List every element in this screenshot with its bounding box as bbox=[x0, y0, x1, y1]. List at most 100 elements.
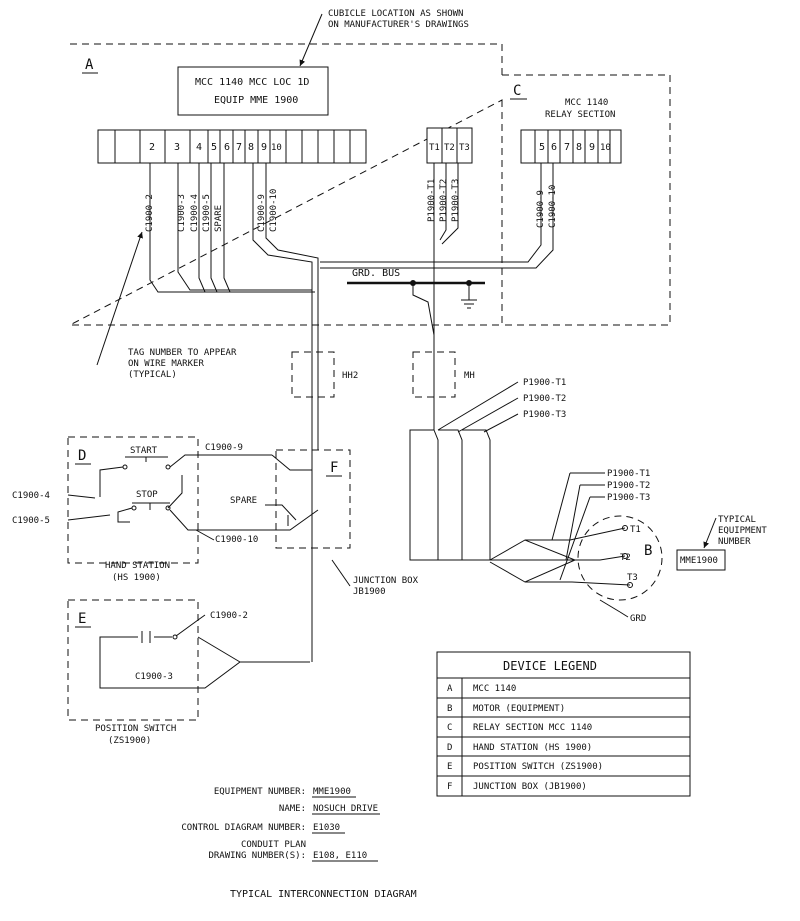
terminal-label: 5 bbox=[211, 142, 217, 153]
info-label: EQUIPMENT NUMBER: bbox=[214, 787, 306, 797]
motor-b: T1 T2 T3 B GRD bbox=[577, 515, 663, 624]
terminal-label: 3 bbox=[174, 142, 180, 153]
legend-desc: HAND STATION (HS 1900) bbox=[473, 743, 592, 753]
svg-text:(ZS1900): (ZS1900) bbox=[108, 736, 151, 746]
info-value: NOSUCH DRIVE bbox=[313, 804, 378, 814]
info-value: E108, E110 bbox=[313, 851, 367, 861]
wire-label: C1900-9 bbox=[257, 194, 267, 232]
mcc-terminal-strip: 2 3 4 5 6 7 8 9 10 bbox=[97, 129, 367, 164]
terminal-label: 6 bbox=[224, 142, 230, 153]
terminal-label: 2 bbox=[149, 142, 155, 153]
svg-text:CUBICLE LOCATION AS SHOWN: CUBICLE LOCATION AS SHOWN bbox=[328, 9, 463, 19]
terminal-label: 8 bbox=[576, 142, 582, 153]
svg-text:P1900-T3: P1900-T3 bbox=[523, 410, 566, 420]
legend-desc: JUNCTION BOX (JB1900) bbox=[473, 782, 587, 792]
power-field-wiring: P1900-T1 P1900-T2 P1900-T3 P1900-T1 P190… bbox=[409, 335, 650, 586]
svg-text:(HS 1900): (HS 1900) bbox=[112, 573, 161, 583]
legend-desc: MOTOR (EQUIPMENT) bbox=[473, 704, 565, 714]
position-switch-border bbox=[67, 599, 199, 721]
svg-text:MCC 1140 MCC LOC 1D: MCC 1140 MCC LOC 1D bbox=[195, 77, 309, 88]
area-label-b: B bbox=[644, 543, 652, 559]
svg-text:GRD. BUS: GRD. BUS bbox=[352, 268, 400, 279]
mcc-enclosure-border bbox=[69, 43, 503, 326]
svg-text:T3: T3 bbox=[627, 573, 638, 583]
legend-desc: POSITION SWITCH (ZS1900) bbox=[473, 762, 603, 772]
svg-text:C1900-2: C1900-2 bbox=[210, 611, 248, 621]
ground-bus: GRD. BUS bbox=[347, 268, 485, 336]
legend-key: C bbox=[447, 723, 452, 733]
svg-text:T2: T2 bbox=[620, 553, 631, 563]
relay-section-c: C MCC 1140 RELAY SECTION 5 6 7 8 9 10 C1… bbox=[320, 74, 671, 326]
area-label-d: D bbox=[78, 448, 86, 464]
mcc-wire-bundle: C1900-2 C1900-3 C1900-4 C1900-5 SPARE C1… bbox=[145, 163, 461, 662]
svg-text:(TYPICAL): (TYPICAL) bbox=[128, 370, 177, 380]
svg-text:C1900-5: C1900-5 bbox=[12, 516, 50, 526]
mcc-enclosure-a: A bbox=[69, 43, 503, 326]
svg-text:SPARE: SPARE bbox=[230, 496, 257, 506]
wire-label: C1900-5 bbox=[202, 194, 212, 232]
tag-callout: TAG NUMBER TO APPEAR ON WIRE MARKER (TYP… bbox=[96, 231, 237, 380]
terminal-label: 9 bbox=[261, 142, 267, 153]
svg-text:STOP: STOP bbox=[136, 490, 158, 500]
svg-text:C1900-3: C1900-3 bbox=[135, 672, 173, 682]
svg-text:T1: T1 bbox=[429, 143, 440, 153]
svg-text:ON MANUFACTURER'S DRAWINGS: ON MANUFACTURER'S DRAWINGS bbox=[328, 20, 469, 30]
area-label-f: F bbox=[330, 460, 338, 476]
svg-text:RELAY SECTION: RELAY SECTION bbox=[545, 110, 615, 120]
svg-text:HH2: HH2 bbox=[342, 371, 358, 381]
device-legend: DEVICE LEGEND A MCC 1140 B MOTOR (EQUIPM… bbox=[436, 651, 691, 797]
svg-text:HAND STATION: HAND STATION bbox=[105, 561, 170, 571]
svg-text:TYPICAL: TYPICAL bbox=[718, 515, 756, 525]
legend-key: E bbox=[447, 762, 452, 772]
svg-text:MH: MH bbox=[464, 371, 475, 381]
wire-label: SPARE bbox=[214, 205, 224, 232]
terminal-label: 4 bbox=[196, 142, 202, 153]
wire-label: P1900-T1 bbox=[427, 179, 437, 222]
equipment-info: EQUIPMENT NUMBER: MME1900 NAME: NOSUCH D… bbox=[181, 787, 380, 862]
motor-outline bbox=[577, 515, 663, 601]
legend-key: F bbox=[447, 782, 452, 792]
svg-text:P1900-T1: P1900-T1 bbox=[523, 378, 566, 388]
terminal-label: 9 bbox=[589, 142, 595, 153]
terminal-label: 8 bbox=[248, 142, 254, 153]
svg-text:C1900-10: C1900-10 bbox=[215, 535, 258, 545]
handhole-hh2: HH2 bbox=[291, 351, 358, 398]
svg-text:P1900-T1: P1900-T1 bbox=[607, 469, 650, 479]
legend-desc: MCC 1140 bbox=[473, 684, 516, 694]
svg-text:P1900-T3: P1900-T3 bbox=[607, 493, 650, 503]
terminal-label: 6 bbox=[551, 142, 557, 153]
info-value: E1030 bbox=[313, 823, 340, 833]
svg-text:EQUIPMENT: EQUIPMENT bbox=[718, 526, 767, 536]
area-label-a: A bbox=[85, 57, 94, 73]
equipment-number-tag: MME1900 TYPICAL EQUIPMENT NUMBER bbox=[676, 515, 767, 571]
info-label: CONDUIT PLAN bbox=[241, 840, 306, 850]
svg-text:T1: T1 bbox=[630, 525, 641, 535]
relay-section-border bbox=[502, 74, 671, 326]
diagram-title: TYPICAL INTERCONNECTION DIAGRAM bbox=[230, 889, 417, 900]
power-terminal-block: T1 T2 T3 bbox=[426, 127, 473, 164]
terminal-label: 7 bbox=[236, 142, 242, 153]
hand-station-d: D START STOP HAND STATION (HS 1900) C190… bbox=[12, 436, 272, 583]
legend-key: B bbox=[447, 704, 452, 714]
svg-text:P1900-T2: P1900-T2 bbox=[523, 394, 566, 404]
svg-text:MME1900: MME1900 bbox=[680, 556, 718, 566]
svg-text:T3: T3 bbox=[459, 143, 470, 153]
wire-label: P1900-T2 bbox=[439, 179, 449, 222]
terminal-label: 7 bbox=[564, 142, 570, 153]
svg-text:JUNCTION BOX: JUNCTION BOX bbox=[353, 576, 419, 586]
terminal-label: 10 bbox=[271, 143, 282, 153]
legend-key: A bbox=[447, 684, 453, 694]
svg-text:T2: T2 bbox=[444, 143, 455, 153]
svg-text:POSITION SWITCH: POSITION SWITCH bbox=[95, 724, 176, 734]
terminal-label: 5 bbox=[539, 142, 545, 153]
area-label-c: C bbox=[513, 83, 521, 99]
cubicle-callout: CUBICLE LOCATION AS SHOWN ON MANUFACTURE… bbox=[299, 9, 469, 67]
manhole-mh: MH bbox=[412, 351, 475, 398]
wire-label: C1900-4 bbox=[190, 194, 200, 232]
area-label-e: E bbox=[78, 611, 86, 627]
svg-text:C1900-4: C1900-4 bbox=[12, 491, 50, 501]
mcc-title-box: MCC 1140 MCC LOC 1D EQUIP MME 1900 bbox=[177, 66, 329, 116]
svg-text:C1900-9: C1900-9 bbox=[205, 443, 243, 453]
svg-text:ON WIRE MARKER: ON WIRE MARKER bbox=[128, 359, 204, 369]
